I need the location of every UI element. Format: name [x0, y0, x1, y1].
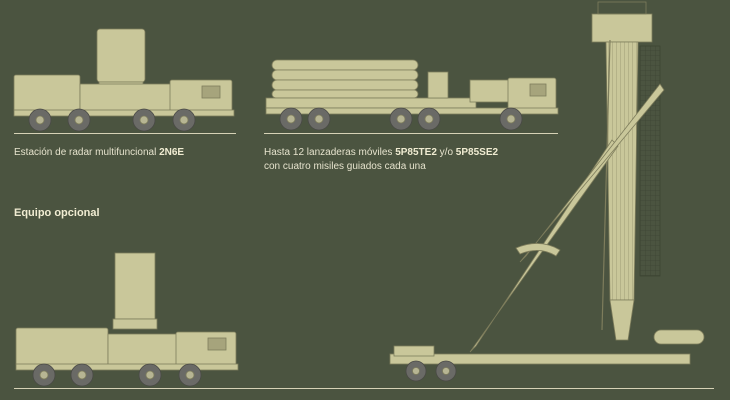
wheel-hub-icon: [139, 115, 149, 125]
launcher-caption: Hasta 12 lanzaderas móviles 5P85TE2 y/o …: [264, 146, 498, 174]
wheel-hub-icon: [396, 114, 406, 124]
launcher-trailer-bed: [265, 97, 477, 109]
launcher-chassis: [265, 107, 559, 115]
radar-model-code: 2N6E: [159, 147, 185, 158]
radar-cab-window: [201, 85, 221, 99]
missile-canister: [271, 89, 419, 99]
wheel-hub-icon: [314, 114, 324, 124]
wheel-hub-icon: [412, 367, 420, 375]
optional-cab-window: [207, 337, 227, 351]
tower-stay-cable: [601, 39, 611, 331]
launcher-caption-prefix: Hasta 12 lanzaderas móviles: [264, 147, 396, 158]
wheel-hub-icon: [39, 370, 49, 380]
launcher-caption-line2: con cuatro misiles guiados cada una: [264, 161, 426, 172]
radar-caption-text: Estación de radar multifuncional: [14, 147, 160, 158]
tractor-body: [469, 79, 511, 103]
tower-top-railing: [597, 1, 647, 15]
ground-line-launcher: [264, 133, 558, 134]
launcher-caption-mid: y/o: [436, 147, 456, 158]
wheel-hub-icon: [179, 115, 189, 125]
optional-truck-chassis: [15, 363, 239, 371]
trailer-hitch: [393, 345, 435, 357]
optional-radar-truck: [15, 252, 239, 387]
crane-upper-arm: [519, 83, 665, 263]
wheel-hub-icon: [74, 115, 84, 125]
wheel-hub-icon: [506, 114, 516, 124]
launcher-control-cabinet: [427, 71, 449, 99]
missile-canister: [271, 69, 419, 81]
wheel-hub-icon: [424, 114, 434, 124]
trailer-deck: [389, 353, 691, 365]
launcher-model-b: 5P85SE2: [455, 147, 499, 158]
tower-top-cabin: [591, 13, 653, 43]
antenna-tower-mast: [591, 1, 705, 345]
optional-truck-cab: [175, 331, 237, 367]
radar-truck-2n6e: [13, 28, 235, 132]
optional-truck-body: [107, 333, 179, 367]
tower-base-unit: [653, 329, 705, 345]
optional-radar-antenna: [114, 252, 156, 320]
wheel-hub-icon: [145, 370, 155, 380]
crane-boom: [469, 83, 665, 353]
missile-canister: [271, 79, 419, 91]
radar-truck-chassis: [13, 109, 235, 117]
wheel-hub-icon: [77, 370, 87, 380]
tower-mast-base: [609, 299, 635, 341]
radar-truck-body: [79, 83, 173, 113]
wheel-hub-icon: [286, 114, 296, 124]
tower-carrier-trailer: [389, 345, 691, 382]
tower-antenna-grid: [639, 45, 661, 277]
radar-equipment-shelter: [13, 74, 81, 113]
crane-hook: [515, 243, 561, 257]
wheel-hub-icon: [185, 370, 195, 380]
radar-antenna-panel: [96, 28, 146, 83]
launcher-caption-line1: Hasta 12 lanzaderas móviles 5P85TE2 y/o …: [264, 146, 498, 160]
launcher-truck: [265, 59, 559, 131]
optional-equipment-shelter: [15, 327, 109, 367]
launcher-model-a: 5P85TE2: [395, 147, 437, 158]
tower-mast-column: [605, 41, 639, 301]
optional-radar-mount: [112, 318, 158, 330]
ground-line-radar: [14, 133, 236, 134]
ground-line-bottom: [14, 388, 714, 389]
wheel-hub-icon: [442, 367, 450, 375]
radar-caption: Estación de radar multifuncional 2N6E: [14, 146, 184, 160]
optional-equipment-heading: Equipo opcional: [14, 207, 100, 219]
tractor-cab-window: [529, 83, 547, 97]
wheel-hub-icon: [35, 115, 45, 125]
radar-truck-cab: [169, 79, 233, 113]
missile-canister: [271, 59, 419, 71]
